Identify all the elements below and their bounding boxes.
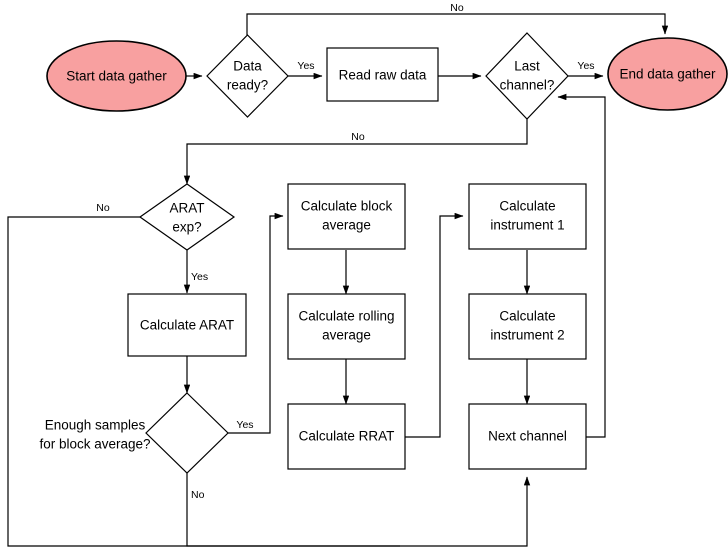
edge-data-ready-no-to-end: [246, 13, 669, 35]
edge-label-last-channel-no: No: [351, 131, 365, 143]
node-calculate-arat[interactable]: [127, 293, 247, 357]
node-read-raw-data-label: Read raw data: [339, 68, 427, 83]
node-calculate-rolling-average-label-line1: Calculate rolling: [298, 309, 394, 324]
node-calculate-rrat-label: Calculate RRAT: [299, 429, 395, 444]
node-start-data-gather-label: Start data gather: [66, 69, 167, 84]
node-start-data-gather[interactable]: [46, 40, 187, 112]
node-enough-samples-label-line1: Enough samples: [45, 418, 146, 433]
node-last-channel-label-line2: channel?: [500, 78, 555, 93]
node-enough-samples[interactable]: [145, 392, 229, 474]
node-arat-exp[interactable]: [138, 183, 236, 251]
node-calculate-instrument-1-label-line2: instrument 1: [490, 218, 564, 233]
node-calculate-instrument-1[interactable]: [468, 183, 587, 250]
node-last-channel[interactable]: [485, 32, 569, 120]
node-calculate-block-average-label-line1: Calculate block: [301, 199, 393, 214]
node-arat-exp-label-line2: exp?: [172, 220, 201, 235]
edge-label-arat-exp-no: No: [96, 202, 110, 214]
node-calculate-instrument-2[interactable]: [468, 293, 587, 360]
node-last-channel-label-line1: Last: [514, 59, 540, 74]
node-arat-exp-label-line1: ARAT: [169, 201, 204, 216]
edge-label-arat-exp-yes: Yes: [191, 271, 208, 283]
node-end-data-gather-label: End data gather: [619, 67, 716, 82]
node-data-ready-label-line1: Data: [233, 59, 262, 74]
edge-label-last-channel-yes: Yes: [577, 60, 594, 72]
edge-label-enough-samples-no: No: [191, 489, 205, 501]
node-calculate-block-average-label-line2: average: [322, 218, 371, 233]
edge-enough-samples-no-to-next-channel: [186, 473, 531, 547]
edge-last-channel-no-to-arat-exp: [183, 117, 528, 185]
node-calculate-rrat[interactable]: [287, 403, 406, 470]
node-data-ready-label-line2: ready?: [227, 78, 268, 93]
node-calculate-rolling-average-label-line2: average: [322, 328, 371, 343]
edge-label-enough-samples-yes: Yes: [236, 419, 253, 431]
node-next-channel[interactable]: [468, 403, 587, 470]
edge-enough-samples-yes-to-calc-block-avg: [228, 212, 284, 434]
node-next-channel-label: Next channel: [488, 429, 567, 444]
edge-label-data-ready-yes: Yes: [297, 60, 314, 72]
node-calculate-arat-label: Calculate ARAT: [140, 318, 234, 333]
node-calculate-instrument-2-label-line2: instrument 2: [490, 328, 564, 343]
node-calculate-instrument-2-label-line1: Calculate: [499, 309, 555, 324]
node-calculate-instrument-1-label-line1: Calculate: [499, 199, 555, 214]
node-calculate-rolling-average[interactable]: [287, 293, 406, 360]
edge-label-data-ready-no: No: [450, 2, 464, 14]
node-enough-samples-label-line2: for block average?: [39, 437, 150, 452]
node-calculate-block-average[interactable]: [287, 183, 406, 250]
node-read-raw-data[interactable]: [326, 47, 439, 102]
edge-calc-rrat-to-calc-instrument-1: [405, 212, 464, 438]
edge-next-channel-to-last-channel: [557, 93, 606, 438]
node-end-data-gather[interactable]: [607, 37, 728, 111]
node-data-ready[interactable]: [206, 34, 289, 118]
